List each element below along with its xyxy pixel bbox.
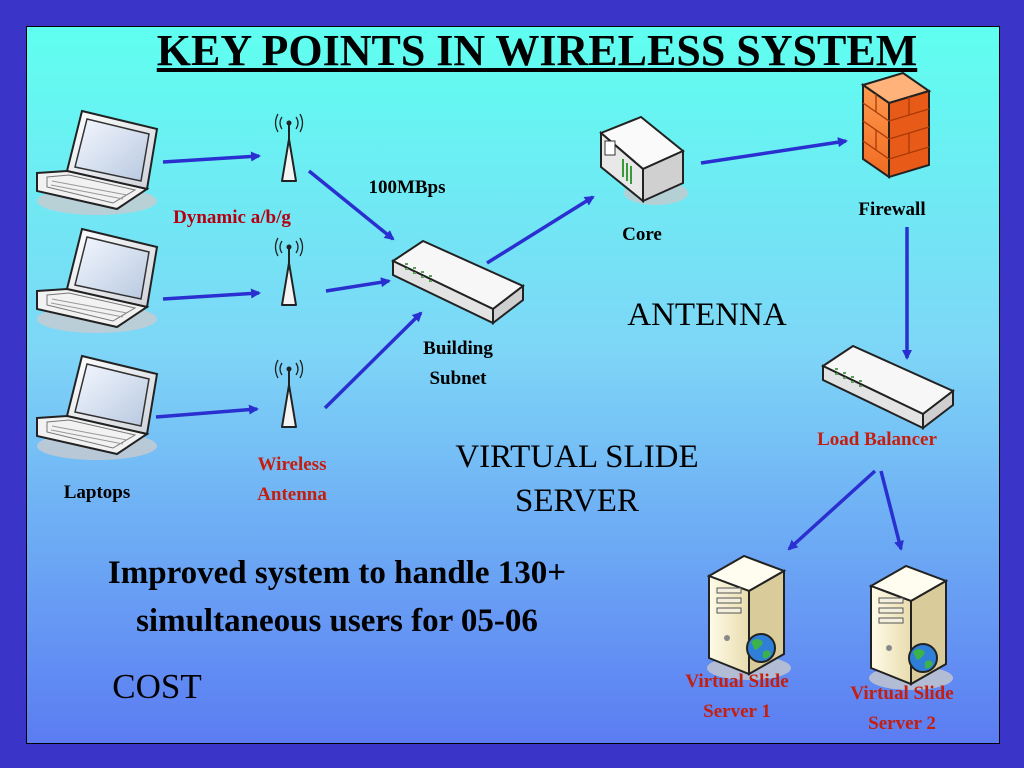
page-title: KEY POINTS IN WIRELESS SYSTEM <box>156 26 918 75</box>
speed-label: 100MBps <box>368 177 446 198</box>
improved-line1: Improved system to handle 130+ <box>107 555 567 591</box>
arrow-lb-server2 <box>879 470 904 551</box>
vss-heading-line2: SERVER <box>515 483 639 519</box>
arrow-core-firewall <box>700 137 848 165</box>
server2-label-line2: Server 2 <box>868 713 936 734</box>
building-subnet-label: Building Subnet <box>397 334 519 394</box>
server2-label-line1: Virtual Slide <box>850 683 954 704</box>
arrow-antenna1-subnet <box>307 169 395 241</box>
arrow-antenna3-subnet <box>323 311 423 410</box>
antenna-icon-3 <box>274 359 304 428</box>
wireless-label-line2: Antenna <box>257 484 327 505</box>
dynamic-abg-label: Dynamic a/b/g <box>173 207 291 228</box>
wireless-antenna-label: Wireless Antenna <box>222 450 362 510</box>
server-icon-2 <box>868 565 954 691</box>
laptops-label: Laptops <box>63 482 131 503</box>
server2-label: Virtual Slide Server 2 <box>822 679 982 739</box>
firewall-icon <box>860 71 932 179</box>
antenna-icon-1 <box>274 113 304 182</box>
slide: KEY POINTS IN WIRELESS SYSTEM Dynamic a/… <box>26 26 1000 744</box>
arrow-antenna2-subnet <box>325 277 391 293</box>
wireless-label-line1: Wireless <box>257 454 327 475</box>
connection-arrows <box>155 137 912 551</box>
virtual-slide-server-heading: VIRTUAL SLIDE SERVER <box>407 435 747 523</box>
server1-label-line1: Virtual Slide <box>685 671 789 692</box>
antenna-heading: ANTENNA <box>597 297 817 334</box>
server1-label-line2: Server 1 <box>703 701 771 722</box>
arrow-lb-server1 <box>787 469 877 551</box>
arrow-laptop1-antenna1 <box>162 151 261 164</box>
antenna-icon-2 <box>274 237 304 306</box>
vss-heading-line1: VIRTUAL SLIDE <box>455 439 699 475</box>
arrow-laptop3-antenna3 <box>155 404 259 419</box>
diagram-canvas <box>36 71 954 691</box>
laptop-icon-3 <box>36 355 158 461</box>
cost-text: COST <box>112 667 202 706</box>
improved-line2: simultaneous users for 05-06 <box>136 603 538 639</box>
server-icon-1 <box>706 555 792 681</box>
core-label: Core <box>622 224 662 245</box>
firewall-label: Firewall <box>858 199 926 220</box>
antenna-heading-text: ANTENNA <box>627 297 787 333</box>
building-label-line2: Subnet <box>429 368 487 389</box>
laptop-icon-2 <box>36 228 158 334</box>
load-balancer-icon <box>822 345 954 429</box>
building-label-line1: Building <box>423 338 493 359</box>
arrow-laptop2-antenna2 <box>162 288 261 301</box>
arrow-subnet-core <box>486 195 595 265</box>
server1-label: Virtual Slide Server 1 <box>657 667 817 727</box>
load-balancer-label: Load Balancer <box>817 429 937 450</box>
core-router-icon <box>599 115 688 205</box>
laptop-icon-1 <box>36 110 158 216</box>
improved-system-text: Improved system to handle 130+ simultane… <box>27 549 647 645</box>
